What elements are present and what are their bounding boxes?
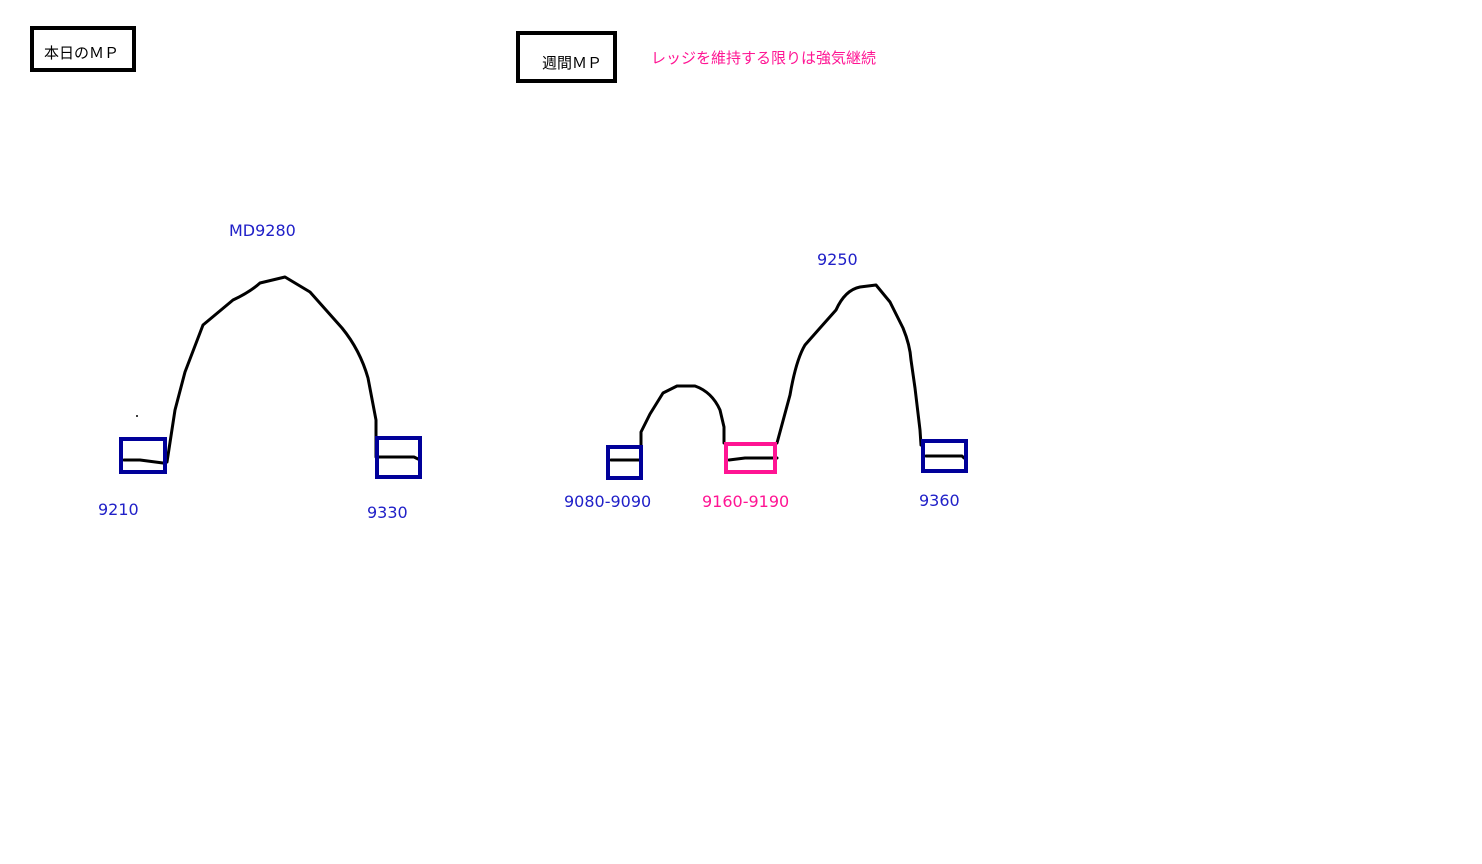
daily-low-label: 9210 bbox=[98, 500, 139, 519]
daily-mp-title-box: 本日のＭＰ bbox=[30, 26, 136, 72]
weekly-mid-label: 9160-9190 bbox=[702, 492, 790, 511]
stray-dot bbox=[136, 415, 138, 417]
daily-profile-curve bbox=[165, 275, 378, 464]
daily-mp-title: 本日のＭＰ bbox=[44, 44, 120, 62]
daily-low-box bbox=[119, 437, 167, 474]
weekly-note: レッジを維持する限りは強気継続 bbox=[651, 49, 877, 67]
daily-high-label: 9330 bbox=[367, 503, 408, 522]
daily-high-box-line bbox=[377, 455, 420, 461]
weekly-low-box bbox=[606, 445, 643, 480]
weekly-mid-box-line bbox=[727, 456, 779, 462]
weekly-mp-title: 週間ＭＰ bbox=[542, 54, 603, 72]
daily-low-box-line bbox=[122, 458, 165, 465]
weekly-mid-box bbox=[724, 442, 777, 474]
weekly-high-box-line bbox=[924, 454, 966, 460]
weekly-large-peak-curve bbox=[775, 283, 923, 447]
weekly-high-label: 9360 bbox=[919, 491, 960, 510]
daily-high-box bbox=[375, 436, 422, 479]
daily-peak-label: MD9280 bbox=[229, 221, 296, 240]
weekly-peak-label: 9250 bbox=[817, 250, 858, 269]
weekly-high-box bbox=[921, 439, 968, 473]
weekly-small-hump-curve bbox=[639, 384, 726, 462]
weekly-mp-title-box: 週間ＭＰ bbox=[516, 31, 617, 83]
weekly-low-label: 9080-9090 bbox=[564, 492, 652, 511]
